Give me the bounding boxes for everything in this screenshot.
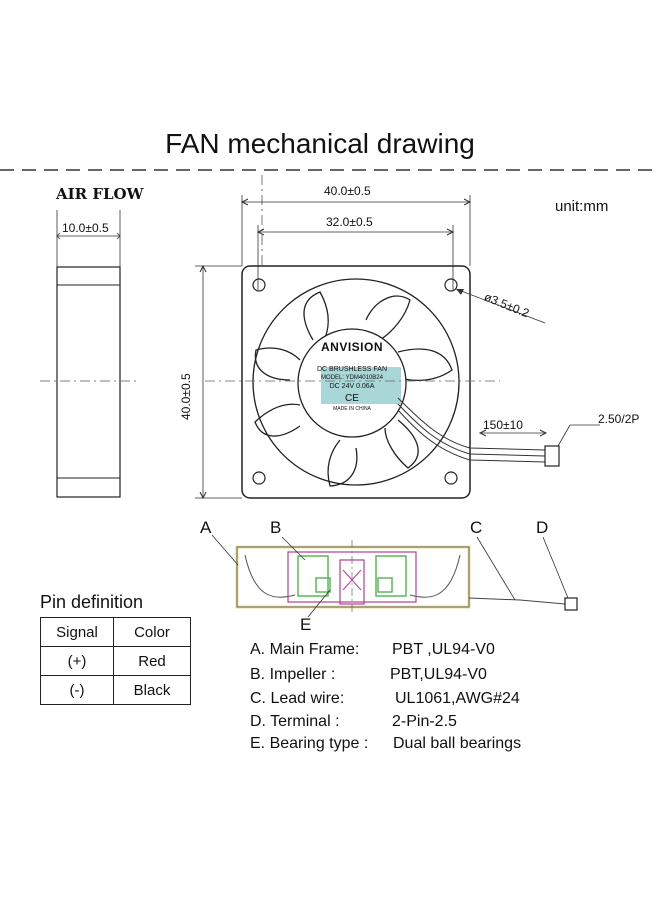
fan-label-bg — [321, 367, 401, 404]
spec-key: C. Lead wire: — [250, 690, 345, 707]
fan-brand: ANVISION — [320, 340, 383, 354]
hole-spacing-dim: 32.0±0.5 — [326, 215, 373, 229]
mount-hole — [444, 278, 458, 292]
header-signal: Signal — [40, 617, 114, 647]
table-row: (+) Red — [40, 646, 191, 676]
spec-item: B. Impeller : PBT,UL94-V0 — [250, 666, 487, 684]
side-thickness-dim: 10.0±0.5 — [62, 221, 109, 235]
table-row: Signal Color — [40, 617, 191, 647]
spec-value: PBT,UL94-V0 — [390, 666, 487, 683]
mount-hole — [252, 471, 266, 485]
fan-cert: CE — [345, 393, 359, 404]
cross-section-view — [211, 534, 578, 618]
header-color: Color — [113, 617, 191, 647]
height-dim: 40.0±0.5 — [179, 373, 193, 420]
spec-item: D. Terminal : 2-Pin-2.5 — [250, 713, 457, 731]
front-view — [195, 195, 600, 500]
letter-b: B — [270, 518, 282, 537]
side-view — [40, 210, 140, 498]
spec-value: Dual ball bearings — [393, 735, 522, 752]
spec-value: 2-Pin-2.5 — [392, 713, 457, 730]
fan-blades — [254, 291, 453, 487]
fan-origin: MADE IN CHINA — [333, 406, 371, 412]
spec-key: D. Terminal : — [250, 713, 340, 730]
spec-key: E. Bearing type : — [250, 735, 369, 752]
connector-shape — [544, 445, 560, 467]
mount-hole — [252, 278, 266, 292]
table-row: (-) Black — [40, 675, 191, 705]
connector-dim: 2.50/2P — [598, 412, 640, 426]
width-dim: 40.0±0.5 — [324, 184, 371, 198]
mount-hole — [444, 471, 458, 485]
letter-a: A — [200, 518, 212, 537]
fan-rating: DC 24V 0.06A — [329, 383, 375, 390]
unit-label: unit:mm — [555, 198, 609, 215]
spec-item: A. Main Frame: PBT ,UL94-V0 — [250, 641, 495, 659]
pin-table: Signal Color (+) Red (-) Black — [40, 617, 191, 705]
pin-signal: (-) — [40, 675, 114, 705]
lead-length-dim: 150±10 — [483, 418, 523, 432]
air-flow-label: AIR FLOW — [56, 185, 144, 203]
spec-value: PBT ,UL94-V0 — [392, 641, 495, 658]
pin-color: Red — [113, 646, 191, 676]
spec-key: B. Impeller : — [250, 666, 336, 683]
pin-signal: (+) — [40, 646, 114, 676]
spec-item: E. Bearing type : Dual ball bearings — [250, 735, 521, 753]
spec-key: A. Main Frame: — [250, 641, 360, 658]
pin-definition-title: Pin definition — [40, 592, 144, 612]
fan-label: ANVISION DC BRUSHLESS FAN MODEL: YDM4010… — [301, 340, 403, 412]
letter-d: D — [536, 518, 549, 537]
frame-section — [235, 545, 471, 609]
page-title: FAN mechanical drawing — [165, 128, 475, 159]
letter-c: C — [470, 518, 483, 537]
fan-type: DC BRUSHLESS FAN — [316, 366, 388, 373]
spec-value: UL1061,AWG#24 — [395, 690, 520, 707]
pin-color: Black — [113, 675, 191, 705]
letter-e: E — [300, 615, 312, 634]
spec-item: C. Lead wire: UL1061,AWG#24 — [250, 690, 520, 708]
fan-model: MODEL: YDM4010B24 — [321, 375, 383, 381]
